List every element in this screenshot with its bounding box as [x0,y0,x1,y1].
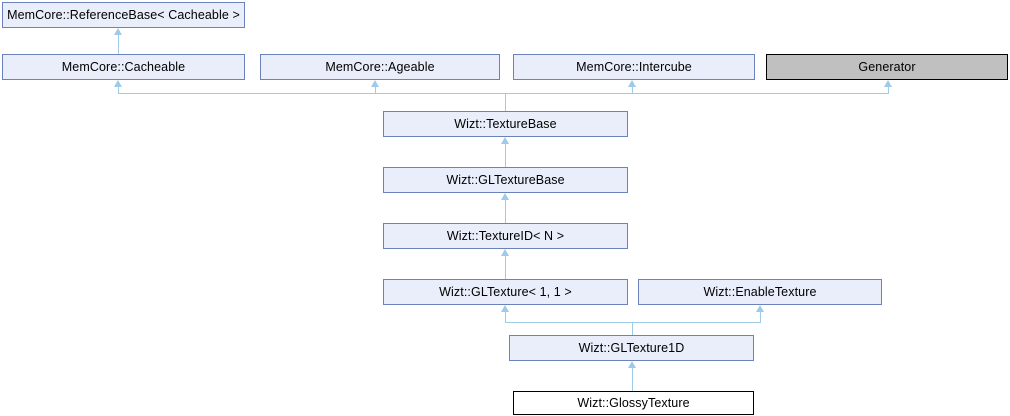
edge-stub-generator [888,86,889,94]
class-node-glossytexture[interactable]: Wizt::GlossyTexture [513,391,754,415]
class-node-textureid[interactable]: Wizt::TextureID< N > [383,223,628,249]
class-node-label: Wizt::TextureBase [454,116,557,131]
class-node-gltexture1d[interactable]: Wizt::GLTexture1D [509,335,754,361]
edge-stub-cacheable [118,86,119,94]
arrowhead-textureid [501,249,509,256]
arrowhead-gltexturebase [501,193,509,200]
arrowhead-gltexture11 [501,305,509,312]
class-node-label: MemCore::Cacheable [61,59,186,74]
edge-bus-row-gltexture1d [505,322,761,323]
class-node-label: Wizt::TextureID< N > [446,228,565,243]
class-node-gltexture-1-1[interactable]: Wizt::GLTexture< 1, 1 > [383,279,628,305]
edge-gltexturebase-to-texturebase [505,143,506,168]
edge-cacheable-to-referencebase [118,34,119,54]
arrowhead-generator [884,80,892,87]
edge-bus-row2 [118,93,889,94]
arrowhead-referencebase [114,28,122,35]
class-node-intercube[interactable]: MemCore::Intercube [513,54,755,80]
class-node-label: MemCore::Intercube [576,59,692,74]
arrowhead-texturebase [501,137,509,144]
edge-glossytexture-to-gltexture1d [632,367,633,392]
edge-bus-row-gltexture1d-drop [632,322,633,336]
edge-textureid-to-gltexturebase [505,199,506,224]
arrowhead-gltexture1d [628,361,636,368]
class-node-label: MemCore::ReferenceBase< Cacheable > [7,7,240,22]
class-node-label: Wizt::GLTextureBase [446,172,565,187]
class-node-label: Wizt::GLTexture1D [578,340,685,355]
arrowhead-ageable [371,80,379,87]
edge-stub-intercube [632,86,633,94]
edge-gltexture11-to-textureid [505,255,506,280]
edge-stub-enabletexture [760,311,761,323]
class-node-label: Wizt::GLTexture< 1, 1 > [439,284,572,299]
arrowhead-enabletexture [756,305,764,312]
class-node-cacheable[interactable]: MemCore::Cacheable [2,54,245,80]
class-node-generator[interactable]: Generator [766,54,1008,80]
class-node-gltexturebase[interactable]: Wizt::GLTextureBase [383,167,628,193]
class-node-label: Generator [858,59,916,74]
edge-bus-row2-drop [505,93,506,112]
edge-stub-gltexture11 [505,311,506,323]
class-node-label: MemCore::Ageable [325,59,435,74]
class-node-referencebase[interactable]: MemCore::ReferenceBase< Cacheable > [2,2,245,28]
class-node-ageable[interactable]: MemCore::Ageable [260,54,500,80]
class-node-enabletexture[interactable]: Wizt::EnableTexture [638,279,882,305]
class-node-label: Wizt::GlossyTexture [577,395,690,410]
arrowhead-cacheable [114,80,122,87]
arrowhead-intercube [628,80,636,87]
class-node-texturebase[interactable]: Wizt::TextureBase [383,111,628,137]
class-node-label: Wizt::EnableTexture [703,284,817,299]
edge-stub-ageable [375,86,376,94]
